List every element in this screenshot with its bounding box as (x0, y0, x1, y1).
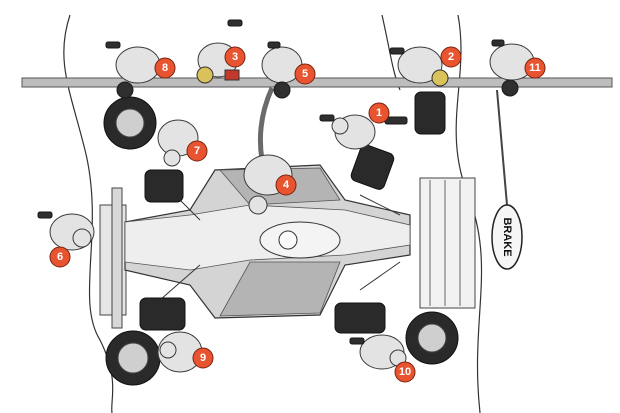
badge-3-label: 3 (232, 51, 238, 63)
brake-sign: BRAKE (491, 204, 523, 270)
badge-5: 5 (294, 63, 316, 85)
crew-member-8 (105, 41, 161, 99)
cockpit (259, 221, 341, 259)
badge-10: 10 (394, 361, 416, 383)
wheel-bottom-right (405, 311, 459, 365)
badge-1-label: 1 (376, 107, 382, 119)
rear-right-tyre (334, 302, 386, 334)
badge-2-label: 2 (448, 51, 454, 63)
front-left-tyre (144, 169, 184, 203)
badge-8-label: 8 (162, 62, 168, 74)
badge-4-label: 4 (283, 179, 290, 191)
badge-10-label: 10 (399, 366, 411, 378)
badge-5-label: 5 (302, 68, 308, 80)
badge-1: 1 (368, 102, 390, 124)
badge-3: 3 (224, 46, 246, 68)
crew-member-5 (261, 41, 303, 99)
driver-helmet (278, 230, 298, 250)
race-car (99, 164, 476, 329)
badge-4: 4 (275, 174, 297, 196)
crew-member-6 (37, 211, 95, 251)
wheel-top-left (103, 96, 157, 150)
crew-member-2 (389, 46, 449, 87)
badge-2: 2 (440, 46, 462, 68)
crew-member-10 (349, 334, 407, 370)
badge-8: 8 (154, 57, 176, 79)
crew-member-1 (319, 114, 408, 150)
badge-6-label: 6 (57, 251, 63, 263)
badge-11-label: 11 (529, 62, 541, 74)
fuel-hose (257, 86, 275, 161)
badge-11: 11 (524, 57, 546, 79)
brake-sign-text: BRAKE (501, 217, 513, 256)
badge-9: 9 (192, 347, 214, 369)
badge-7: 7 (186, 140, 208, 162)
lollipop-pole (496, 89, 508, 206)
badge-7-label: 7 (194, 145, 200, 157)
badge-9-label: 9 (200, 352, 206, 364)
spare-tyre-top (414, 91, 446, 135)
pit-wall (21, 77, 613, 88)
rear-left-tyre-in-transit (350, 144, 395, 190)
wheel-bottom-left (105, 330, 161, 386)
front-right-tyre (139, 297, 186, 331)
badge-6: 6 (49, 246, 71, 268)
rear-wing (419, 177, 476, 309)
